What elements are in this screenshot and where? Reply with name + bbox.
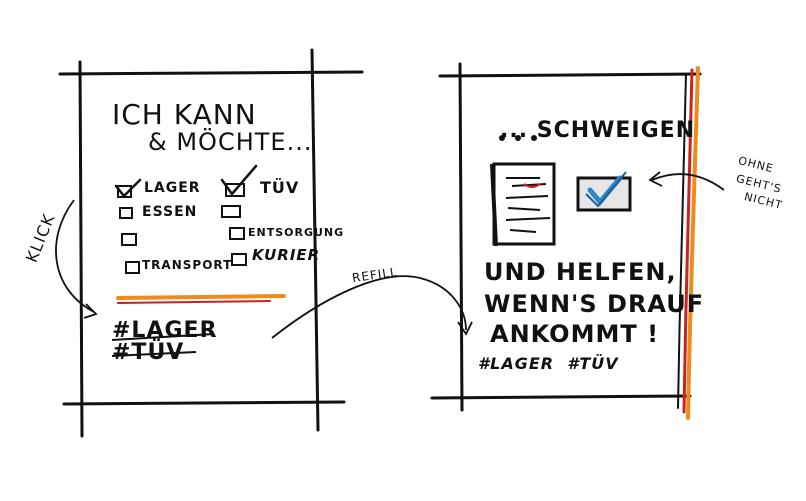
document-icon	[490, 162, 556, 247]
left-frame	[58, 48, 364, 438]
label-tuev: TÜV	[260, 178, 300, 197]
right-body-line1: UND HELFEN,	[484, 258, 677, 286]
label-entsorgung: ENTSORGUNG	[248, 226, 345, 239]
checkbox-tuev	[225, 183, 245, 197]
heading-line2: & MÖCHTE...	[148, 128, 313, 156]
hashtag-scribbles	[111, 333, 215, 357]
right-hashtags: #LAGER #TÜV	[478, 354, 619, 373]
checkbox-empty-left	[121, 233, 137, 246]
right-body-line3: ANKOMMT !	[490, 320, 660, 348]
left-color-underline	[116, 294, 286, 304]
heading-line1: ICH KANN	[112, 98, 257, 131]
ohne-arrow	[651, 173, 725, 191]
refill-arrow	[271, 275, 467, 339]
bullet-dot	[531, 135, 537, 141]
label-essen: ESSEN	[142, 204, 198, 220]
checkbox-essen	[119, 207, 133, 219]
right-frame	[430, 62, 702, 412]
label-lager: LAGER	[144, 180, 201, 196]
bullet-dot	[515, 135, 521, 141]
checkbox-entsorgung	[229, 227, 245, 240]
label-kurier: KURIER	[252, 246, 321, 264]
hashtag-tuev: #TÜV	[112, 340, 185, 365]
bullet-dot	[499, 135, 505, 141]
right-title: ... SCHWEIGEN	[500, 118, 696, 143]
check-marks	[114, 164, 258, 198]
right-body-line2: WENN'S DRAUF	[484, 290, 705, 318]
hashtag-lager: #LAGER	[112, 318, 218, 343]
checkbox-transport	[125, 261, 140, 274]
checkbox-kurier	[231, 253, 247, 266]
checkbox-empty-right	[221, 205, 241, 218]
blue-checkbox-icon	[576, 171, 632, 212]
right-color-strokes	[677, 66, 700, 420]
klick-arrow	[55, 199, 95, 313]
label-transport: TRANSPORT	[142, 258, 233, 272]
